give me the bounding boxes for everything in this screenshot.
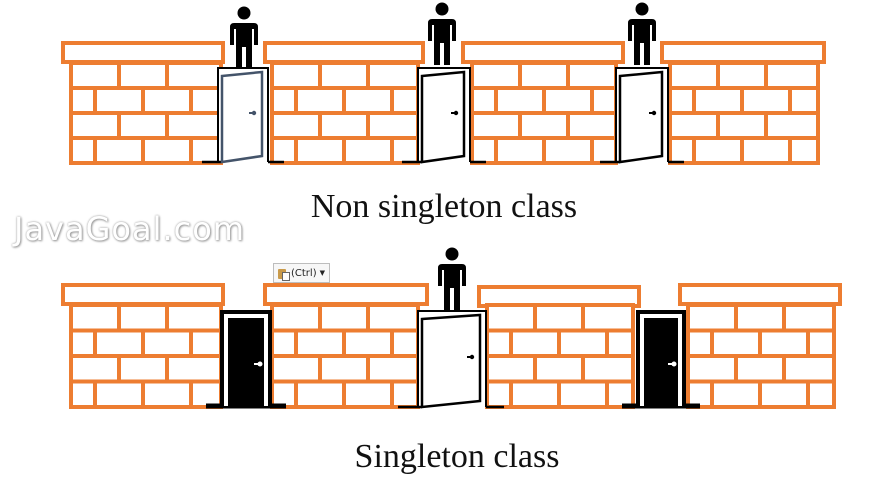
brick-wall-8	[678, 283, 842, 409]
brick-wall-1	[61, 41, 225, 165]
person-head	[445, 247, 459, 261]
watermark: JavaGoal.com	[14, 210, 245, 248]
wall-cap	[461, 41, 625, 64]
closed-door-icon	[206, 310, 286, 409]
singleton-caption: Singleton class	[354, 438, 560, 475]
brick-wall-2	[263, 41, 425, 165]
wall-cap	[61, 41, 225, 64]
door-leaf	[420, 70, 466, 164]
door-leaf	[220, 70, 264, 164]
door-frame-gap	[640, 314, 682, 318]
brick-wall-3	[461, 41, 625, 165]
wall-cap	[660, 41, 826, 64]
person-body	[230, 23, 258, 69]
wall-cap	[263, 41, 425, 64]
person-body	[438, 264, 466, 310]
door-frame-gap	[224, 314, 268, 318]
door-frame-gap	[678, 314, 682, 406]
clipboard-icon	[277, 267, 290, 281]
person-head	[237, 6, 251, 20]
person-head	[635, 2, 649, 16]
open-door-icon	[600, 67, 684, 164]
person-body	[628, 19, 656, 65]
non-singleton-scene	[61, 2, 826, 165]
non-singleton-caption: Non singleton class	[310, 188, 578, 225]
paste-options-label: (Ctrl)	[291, 267, 317, 279]
brick-wall-6	[263, 283, 429, 409]
wall-cap	[263, 283, 429, 306]
door-leaf	[420, 313, 482, 409]
door-leaf	[618, 70, 664, 164]
brick-wall-5	[61, 283, 225, 409]
open-door-icon	[398, 310, 504, 409]
person-body	[428, 19, 456, 65]
person-head	[435, 2, 449, 16]
chevron-down-icon: ▼	[319, 269, 325, 277]
brick-wall-7	[477, 285, 641, 409]
door-frame-gap	[224, 314, 228, 406]
closed-door-icon	[622, 310, 700, 409]
door-frame-gap	[264, 314, 268, 406]
door-frame-gap	[640, 314, 644, 406]
person-icon	[428, 2, 456, 65]
wall-cap	[61, 283, 225, 306]
singleton-scene	[61, 247, 842, 409]
paste-options-button[interactable]: (Ctrl) ▼	[273, 263, 330, 283]
person-icon	[438, 247, 466, 310]
open-door-icon	[402, 67, 486, 164]
door-frame	[220, 310, 272, 406]
open-door-icon	[202, 67, 284, 164]
brick-wall-4	[660, 41, 826, 165]
person-icon	[230, 6, 258, 69]
person-icon	[628, 2, 656, 65]
door-frame	[636, 310, 686, 406]
wall-cap	[678, 283, 842, 306]
